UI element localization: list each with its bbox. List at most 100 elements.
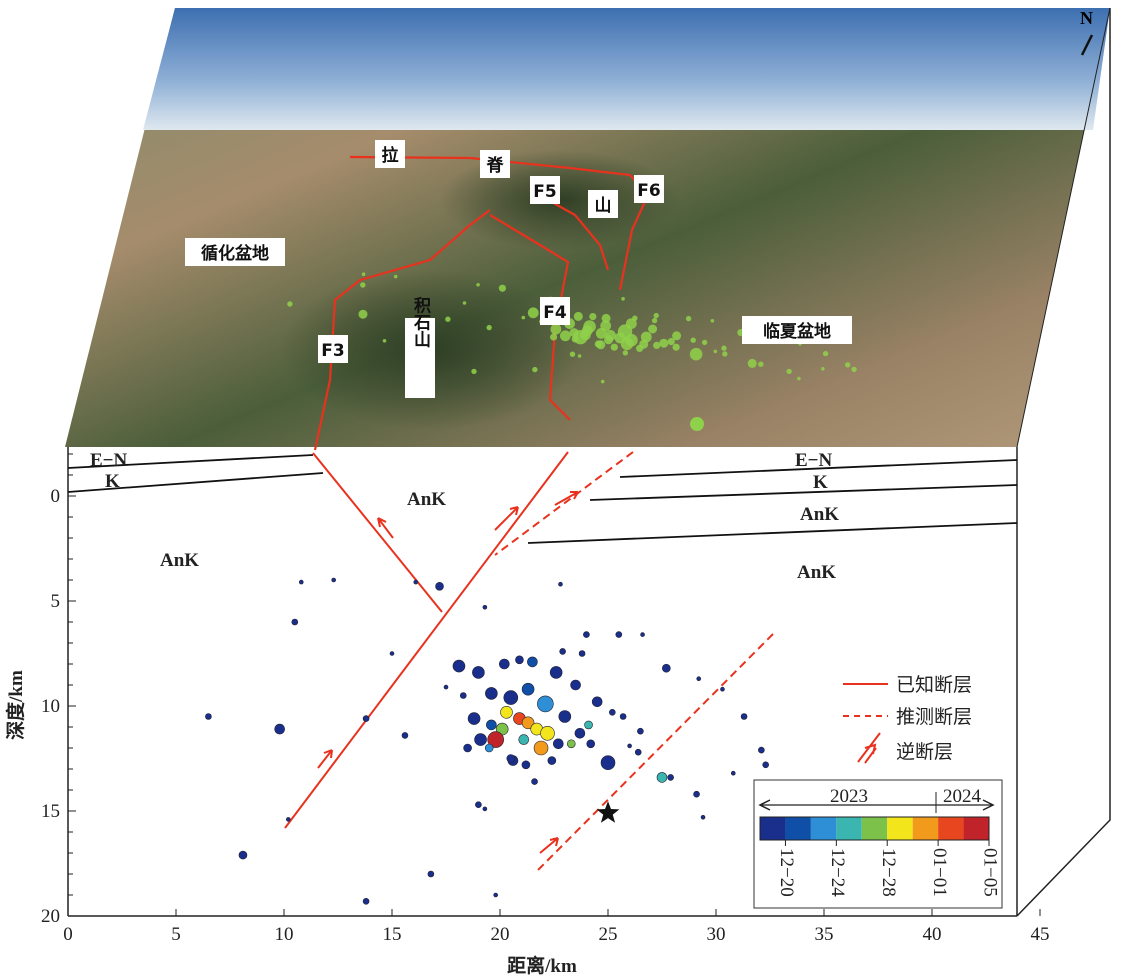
y-tick-label: 15 <box>41 801 60 822</box>
map-label-f3: F3 <box>318 335 348 363</box>
earthquake-event <box>401 732 409 739</box>
earthquake-event <box>619 713 627 720</box>
earthquake-event <box>547 756 557 765</box>
earthquake-event <box>700 814 706 820</box>
epicenter <box>486 324 492 331</box>
earthquake-event <box>559 648 566 655</box>
x-axis-label: 距离/km <box>507 954 577 977</box>
earthquake-event <box>485 687 498 700</box>
sky <box>143 8 1110 130</box>
earthquake-event <box>286 817 291 822</box>
map-label-la: 拉 <box>375 140 405 168</box>
earthquake-event <box>574 727 586 739</box>
epicenter <box>569 351 576 357</box>
strata-label-ank_right2: AnK <box>797 562 836 583</box>
earthquake-event <box>362 897 370 905</box>
earthquake-event <box>533 740 549 756</box>
earthquake-event <box>531 778 538 785</box>
strata-label-ank_mid: AnK <box>407 489 446 510</box>
strata-label-en_right: E−N <box>795 450 832 471</box>
x-tick-label: 5 <box>171 924 181 945</box>
mainshock-star-icon <box>596 801 620 823</box>
earthquake-event <box>627 743 632 749</box>
epicenter <box>577 354 582 358</box>
earthquake-event <box>584 720 593 730</box>
svg-text:F5: F5 <box>533 182 556 202</box>
earthquake-event <box>503 690 519 705</box>
svg-text:循化盆地: 循化盆地 <box>201 243 269 264</box>
y-tick-label: 20 <box>41 906 60 927</box>
earthquake-event <box>549 666 563 679</box>
map-label-linxia: 临夏盆地 <box>742 316 852 344</box>
earthquake-event <box>583 631 590 638</box>
epicenter <box>653 341 661 349</box>
earthquake-event <box>435 581 444 591</box>
strata-label-ank_left: AnK <box>160 550 199 571</box>
epicenter <box>636 344 644 352</box>
colorbar-tick: 01−01 <box>929 848 950 897</box>
epicenter <box>690 417 704 431</box>
svg-text:山: 山 <box>595 196 612 216</box>
epicenter <box>651 317 658 324</box>
epicenter <box>445 316 451 322</box>
epicenter <box>844 362 851 368</box>
earthquake-event <box>640 632 645 637</box>
epicenter <box>713 349 718 354</box>
earthquake-event <box>452 659 466 673</box>
epicenter <box>786 368 792 375</box>
earthquake-event <box>693 790 700 798</box>
epicenter <box>620 337 634 351</box>
epicenter <box>462 301 467 305</box>
earthquake-event <box>475 801 482 809</box>
earthquake-event <box>540 725 555 741</box>
epicenter <box>471 368 477 375</box>
earthquake-event <box>656 772 668 783</box>
colorbar-swatch <box>861 817 888 840</box>
north-label: N <box>1080 8 1093 28</box>
earthquake-event <box>578 650 586 657</box>
earthquake-event <box>762 761 769 769</box>
earthquake-event <box>730 770 736 776</box>
colorbar-swatch <box>785 817 811 840</box>
epicenter <box>550 333 558 341</box>
svg-text:临夏盆地: 临夏盆地 <box>763 321 831 342</box>
svg-text:脊: 脊 <box>486 155 505 176</box>
earthquake-event <box>500 705 513 719</box>
earthquake-event <box>205 713 212 720</box>
strata-label-ank_right1: AnK <box>800 504 839 525</box>
epicenter <box>476 283 480 287</box>
colorbar-tick: 01−05 <box>980 848 1001 897</box>
x-tick-label: 45 <box>1031 924 1050 945</box>
epicenter <box>601 313 611 323</box>
earthquake-event <box>499 658 510 670</box>
epicenter <box>653 312 659 319</box>
y-tick-label: 0 <box>51 486 61 507</box>
colorbar-swatch <box>938 817 964 840</box>
earthquake-event <box>667 774 674 781</box>
legend-known-fault: 已知断层 <box>896 674 972 696</box>
epicenter <box>701 339 708 346</box>
earthquake-event <box>506 754 516 763</box>
epicenter <box>689 347 703 361</box>
epicenter <box>559 330 571 342</box>
epicenter <box>659 338 669 348</box>
epicenter <box>822 350 829 357</box>
earthquake-event <box>486 719 497 731</box>
epicenter <box>821 367 825 371</box>
epicenter <box>569 328 579 338</box>
epicenter <box>498 284 507 292</box>
epicenter <box>360 282 366 288</box>
side-face-edge-top <box>1016 7 1111 448</box>
epicenter <box>581 325 593 336</box>
colorbar-tick: 12−24 <box>827 848 848 897</box>
epicenter <box>640 331 652 343</box>
earthquake-event <box>591 696 603 708</box>
colorbar-tick: 12−20 <box>776 848 797 897</box>
earthquake-event <box>413 579 419 585</box>
strata-label-en_left: E−N <box>90 450 127 471</box>
earthquake-event <box>615 631 623 638</box>
colorbar-swatch <box>912 817 939 840</box>
earthquake-event <box>537 695 554 713</box>
